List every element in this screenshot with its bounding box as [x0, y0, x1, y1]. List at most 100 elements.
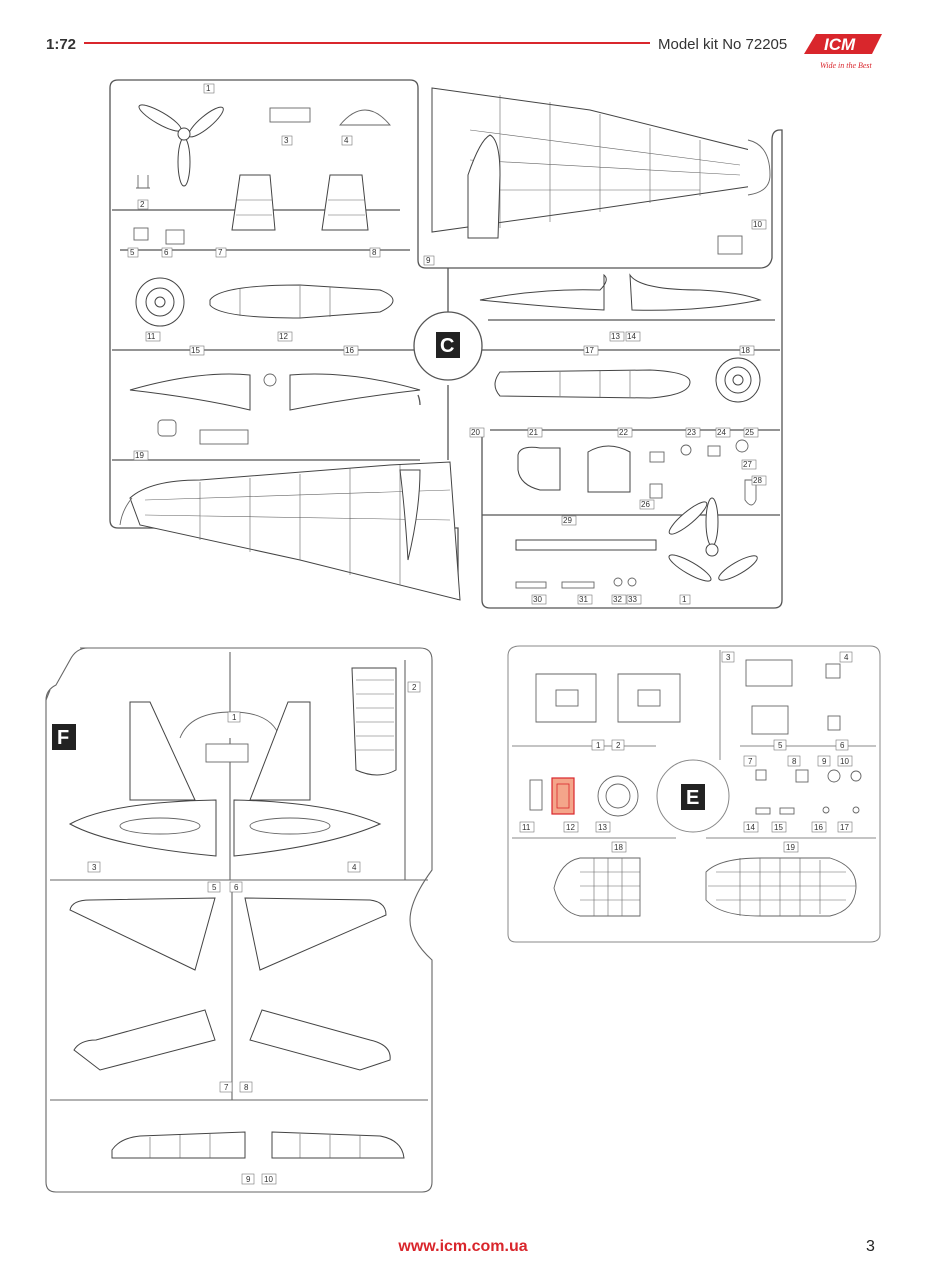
svg-text:1: 1 [596, 741, 601, 750]
f-part-10 [271, 1131, 405, 1159]
e-part-4 [825, 663, 841, 679]
c-part-10-arc [747, 139, 771, 196]
page-number: 3 [866, 1238, 875, 1255]
e-part-5 [751, 705, 789, 735]
c-part-19 [157, 419, 177, 437]
website-link[interactable]: www.icm.com.ua [398, 1238, 528, 1255]
svg-text:5: 5 [778, 741, 783, 750]
c-part-21 [517, 446, 561, 491]
svg-text:32: 32 [613, 595, 622, 604]
c-part-20 [199, 429, 249, 445]
c-part-10 [717, 235, 743, 255]
c-wheel-11 [135, 277, 185, 327]
svg-text:13: 13 [611, 332, 620, 341]
svg-text:18: 18 [741, 346, 750, 355]
svg-text:4: 4 [344, 136, 349, 145]
f-part-5 [69, 897, 216, 971]
f-part-8 [249, 1009, 391, 1071]
svg-text:9: 9 [246, 1175, 251, 1184]
c-part-32 [613, 577, 623, 587]
f-part-1b [205, 743, 249, 763]
e-part-15 [779, 807, 795, 815]
c-hub-small [263, 373, 277, 387]
svg-text:21: 21 [529, 428, 538, 437]
c-part-5 [133, 227, 149, 241]
c-part-16 [289, 373, 421, 411]
e-part-10 [850, 770, 862, 782]
svg-text:10: 10 [264, 1175, 273, 1184]
svg-text:15: 15 [191, 346, 200, 355]
svg-text:10: 10 [840, 757, 849, 766]
svg-text:7: 7 [218, 248, 223, 257]
svg-text:26: 26 [641, 500, 650, 509]
kit-number: Model kit No 72205 [658, 36, 788, 53]
c-part-12 [209, 284, 394, 319]
svg-text:9: 9 [822, 757, 827, 766]
c-wheel-18 [715, 357, 761, 403]
sprue-c-label-box [436, 332, 460, 358]
e-part-14 [755, 807, 771, 815]
f-part-6 [244, 897, 387, 971]
c-part-27 [735, 439, 749, 453]
svg-text:8: 8 [244, 1083, 249, 1092]
c-part-30 [515, 581, 547, 589]
svg-text:13: 13 [598, 823, 607, 832]
c-cockpit-opening-bottom [399, 469, 421, 561]
svg-text:20: 20 [471, 428, 480, 437]
e-part-11 [529, 779, 543, 811]
svg-text:29: 29 [563, 516, 572, 525]
svg-text:6: 6 [234, 883, 239, 892]
svg-text:10: 10 [753, 220, 762, 229]
c-part-25 [707, 445, 721, 457]
c-part-22 [587, 445, 631, 493]
svg-text:33: 33 [628, 595, 637, 604]
svg-text:15: 15 [774, 823, 783, 832]
svg-text:18: 18 [614, 843, 623, 852]
svg-text:23: 23 [687, 428, 696, 437]
c-part-26 [649, 483, 663, 499]
c-propeller-1 [138, 104, 224, 187]
logo-tagline: Wide in the Best [820, 61, 873, 70]
c-part-4 [339, 109, 391, 126]
c-fuselage-lower [129, 461, 461, 601]
svg-text:19: 19 [786, 843, 795, 852]
svg-text:19: 19 [135, 451, 144, 460]
scale-label: 1:72 [46, 36, 77, 53]
svg-text:8: 8 [372, 248, 377, 257]
c-part-8 [321, 174, 369, 231]
c-part-6 [165, 229, 185, 245]
e-part-9 [827, 769, 841, 783]
c-part-31 [561, 581, 595, 589]
c-cockpit-opening-top [467, 134, 501, 239]
header-rule [84, 42, 650, 44]
c-propeller-2 [668, 497, 758, 582]
sprue-e-label-box [681, 784, 705, 810]
sprue-f-label-box [52, 724, 76, 750]
svg-text:5: 5 [130, 248, 135, 257]
svg-text:5: 5 [212, 883, 217, 892]
svg-text:9: 9 [426, 256, 431, 265]
icm-logo: ICM Wide in the Best [804, 34, 882, 70]
svg-text:3: 3 [284, 136, 289, 145]
svg-text:25: 25 [745, 428, 754, 437]
svg-text:16: 16 [345, 346, 354, 355]
e-part-12-highlighted [551, 777, 575, 815]
svg-text:7: 7 [224, 1083, 229, 1092]
sprue-e-label: E [686, 787, 699, 809]
sprue-c: C [109, 79, 783, 609]
f-part-2 [351, 667, 397, 776]
c-arc-lower [119, 497, 133, 526]
c-part-33 [627, 577, 637, 587]
c-part-2 [136, 175, 150, 189]
c-part-14 [629, 273, 762, 311]
e-part-16 [822, 806, 830, 814]
svg-text:2: 2 [412, 683, 417, 692]
svg-text:28: 28 [753, 476, 762, 485]
c-part-7 [231, 174, 276, 231]
svg-text:27: 27 [743, 460, 752, 469]
sprue-e: E 1 2 3 4 5 6 7 [507, 645, 881, 943]
f-tail-right [249, 701, 311, 801]
svg-text:8: 8 [792, 757, 797, 766]
c-part-17 [494, 369, 691, 399]
